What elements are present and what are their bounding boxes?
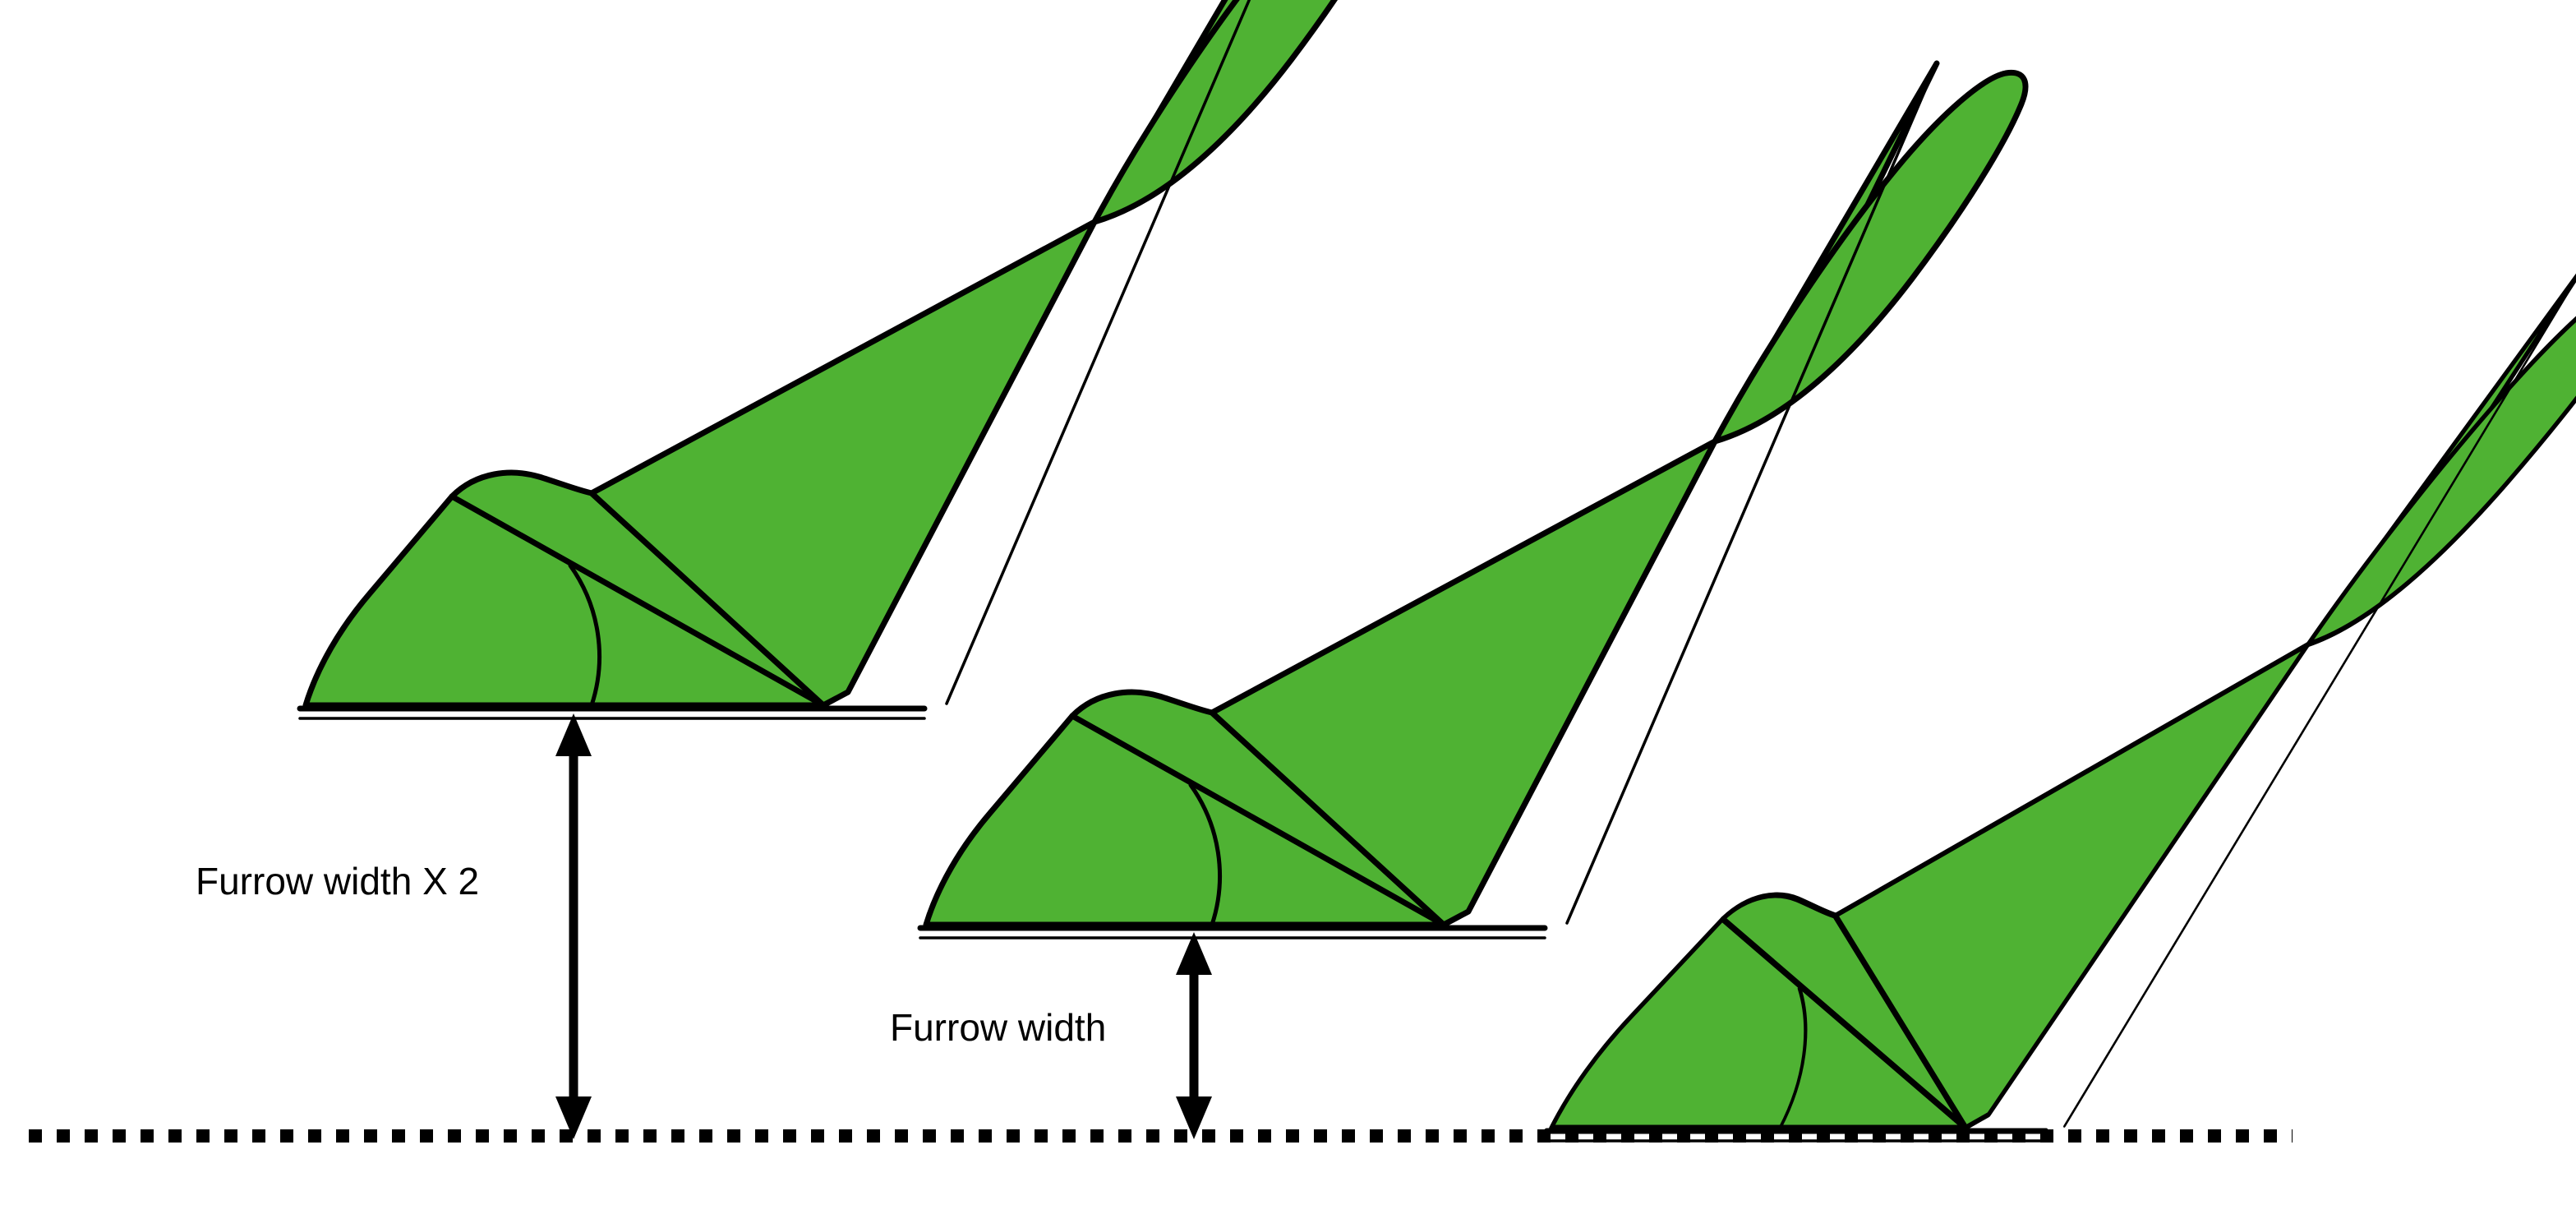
plant-1[interactable] [300, 0, 1405, 718]
furrow-width-x2-label: Furrow width X 2 [196, 860, 479, 903]
furrow-width-label: Furrow width [890, 1006, 1106, 1049]
arrow-head-down-icon [555, 1096, 592, 1139]
plant-2[interactable] [920, 63, 2025, 938]
arrow-head-up-icon [555, 713, 592, 756]
plant-2-body [920, 63, 2025, 938]
dimension-arrow-furrow-width-x2 [555, 713, 592, 1139]
dimension-arrow-furrow-width [1176, 932, 1212, 1139]
plant-1-body [300, 0, 1405, 718]
plant-3-body [1543, 266, 2576, 1141]
arrow-head-up-icon [1176, 932, 1212, 975]
arrow-head-down-icon [1176, 1096, 1212, 1139]
plant-3[interactable] [1543, 266, 2576, 1141]
